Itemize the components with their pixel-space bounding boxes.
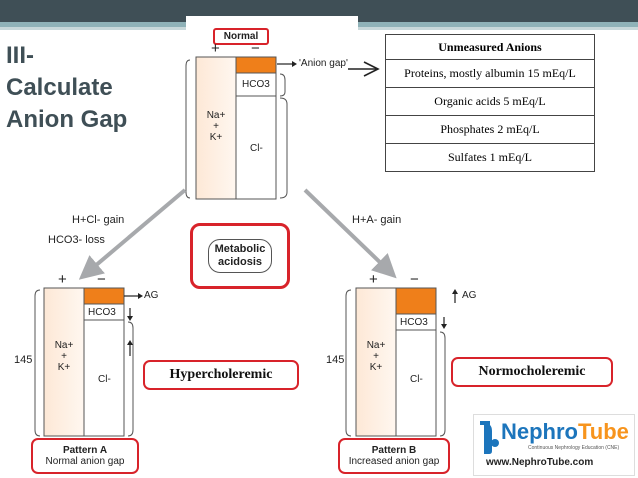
pattern-b-tag: Normocholeremic	[478, 364, 586, 379]
unmeasured-anions-header: Unmeasured Anions	[385, 34, 595, 60]
metabolic-label: Metabolic	[214, 243, 266, 255]
pattern-a-minus: −	[97, 271, 106, 288]
pattern-b-cations: Na+ + K+	[364, 340, 388, 373]
pattern-a-cl: Cl-	[98, 374, 111, 385]
metabolic-acidosis-oval: Metabolic acidosis	[207, 239, 273, 273]
slide-title: III- Calculate Anion Gap	[6, 42, 128, 133]
pattern-a-anion-gap-block	[83, 287, 125, 305]
pattern-b-caption-title: Pattern B	[371, 445, 417, 456]
pattern-b-plus-mid: +	[373, 351, 379, 362]
pattern-b-tag-box: Normocholeremic	[451, 357, 613, 387]
normal-cl-bracket	[279, 97, 288, 199]
pattern-a-cation-column	[43, 287, 85, 437]
pattern-b-caption-subtitle: Increased anion gap	[348, 456, 440, 467]
pattern-b-plus: +	[369, 271, 378, 288]
top-band-gap	[186, 16, 358, 30]
right-arrow-gain: H+A- gain	[352, 214, 402, 226]
pattern-a-value: 145	[14, 354, 33, 366]
pattern-a-tag: Hypercholeremic	[169, 367, 273, 382]
anion-row-proteins: Proteins, mostly albumin 15 mEq/L	[385, 59, 595, 88]
anion-row-phosphates: Phosphates 2 mEq/L	[385, 115, 595, 144]
normal-gamblegram	[185, 56, 380, 200]
normal-left-bracket	[185, 59, 191, 199]
pattern-a-plus-mid: +	[61, 351, 67, 362]
logo-url: www.NephroTube.com	[486, 457, 594, 468]
top-band	[0, 0, 638, 22]
pattern-b-anion-gap-block	[395, 287, 437, 315]
metabolic-acidosis-box: Metabolic acidosis	[190, 223, 290, 289]
normal-cations: Na+ + K+	[204, 110, 228, 143]
normal-hco3-bracket	[279, 73, 286, 97]
pattern-a-hco3: HCO3	[88, 307, 116, 318]
pattern-a-plus: +	[58, 271, 67, 288]
normal-label-box: Normal	[213, 28, 269, 45]
logo-name-part2: Tube	[578, 419, 629, 444]
pattern-b-gamblegram	[345, 287, 458, 437]
normal-anion-column	[235, 72, 277, 200]
normal-hco3: HCO3	[242, 79, 270, 90]
pattern-b-cation-column	[355, 287, 397, 437]
normal-na: Na+	[206, 110, 226, 121]
anion-row-sulfates: Sulfates 1 mEq/L	[385, 143, 595, 172]
normal-cation-column	[195, 56, 237, 200]
normal-plus: +	[211, 40, 220, 57]
pattern-b-caption-box: Pattern B Increased anion gap	[338, 438, 450, 474]
pattern-b-anion-column	[395, 313, 437, 437]
anion-row-organic-acids: Organic acids 5 mEq/L	[385, 87, 595, 116]
nephrotube-logo: NephroTube Continuous Nephrology Educati…	[473, 414, 635, 476]
normal-anion-gap-label: 'Anion gap'	[299, 58, 348, 69]
pattern-b-cl: Cl-	[410, 374, 423, 385]
logo-name-part1: Nephro	[501, 419, 578, 444]
left-arrow-loss: HCO3- loss	[48, 234, 105, 246]
pattern-b-k: K+	[369, 362, 383, 373]
pattern-a-caption-title: Pattern A	[62, 445, 108, 456]
normal-anion-gap-block	[235, 56, 277, 74]
pattern-a-na: Na+	[54, 340, 74, 351]
pattern-b-hco3: HCO3	[400, 317, 428, 328]
pattern-a-ag: AG	[144, 290, 159, 301]
logo-tagline: Continuous Nephrology Education (CNE)	[528, 445, 620, 451]
arrow-to-pattern-a	[78, 188, 187, 280]
pattern-b-value: 145	[326, 354, 345, 366]
pattern-a-caption-subtitle: Normal anion gap	[45, 456, 125, 467]
acidosis-label: acidosis	[217, 256, 262, 268]
normal-k: K+	[209, 132, 223, 143]
unmeasured-anions-table: Unmeasured Anions Proteins, mostly album…	[385, 34, 595, 172]
pattern-a-tag-box: Hypercholeremic	[143, 360, 299, 390]
pattern-a-anion-column	[83, 303, 125, 437]
pattern-a-caption-box: Pattern A Normal anion gap	[31, 438, 139, 474]
pattern-a-cations: Na+ + K+	[52, 340, 76, 373]
pattern-b-ag: AG	[462, 290, 477, 301]
pattern-a-k: K+	[57, 362, 71, 373]
pattern-b-na: Na+	[366, 340, 386, 351]
normal-cl: Cl-	[250, 143, 263, 154]
arrow-to-pattern-b	[303, 188, 397, 279]
pattern-a-gamblegram	[34, 287, 143, 437]
pattern-b-minus: −	[410, 271, 419, 288]
kidney-tube-icon	[480, 421, 499, 454]
normal-minus: −	[251, 40, 260, 57]
left-arrow-gain: H+Cl- gain	[72, 214, 125, 226]
normal-label: Normal	[223, 31, 259, 42]
normal-plus-mid: +	[213, 121, 219, 132]
logo-wordmark: NephroTube	[501, 419, 629, 445]
